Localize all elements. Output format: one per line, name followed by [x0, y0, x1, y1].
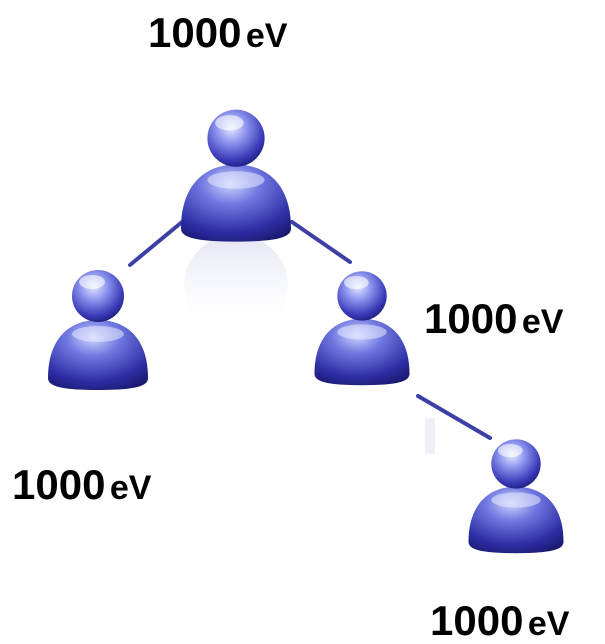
connector-right-bottom — [416, 394, 492, 440]
user-icon — [468, 439, 564, 554]
energy-label-top: 1000 eV — [148, 12, 287, 54]
user-icon — [181, 109, 291, 242]
energy-label-bottom: 1000 eV — [430, 600, 569, 642]
energy-value: 1000 — [424, 295, 518, 342]
energy-value: 1000 — [148, 9, 242, 56]
energy-unit: eV — [527, 605, 570, 643]
connector-top-right — [290, 220, 352, 264]
energy-unit: eV — [521, 303, 564, 341]
user-icon — [48, 270, 148, 390]
energy-value: 1000 — [430, 597, 524, 644]
connector-top-left — [128, 220, 184, 267]
energy-label-right: 1000 eV — [424, 298, 563, 340]
energy-unit: eV — [245, 17, 288, 55]
energy-unit: eV — [109, 469, 152, 507]
energy-value: 1000 — [12, 461, 106, 508]
user-icon — [314, 271, 410, 386]
right-figure-reflection — [425, 418, 435, 454]
energy-label-left: 1000 eV — [12, 464, 151, 506]
top-figure-reflection — [184, 235, 288, 335]
